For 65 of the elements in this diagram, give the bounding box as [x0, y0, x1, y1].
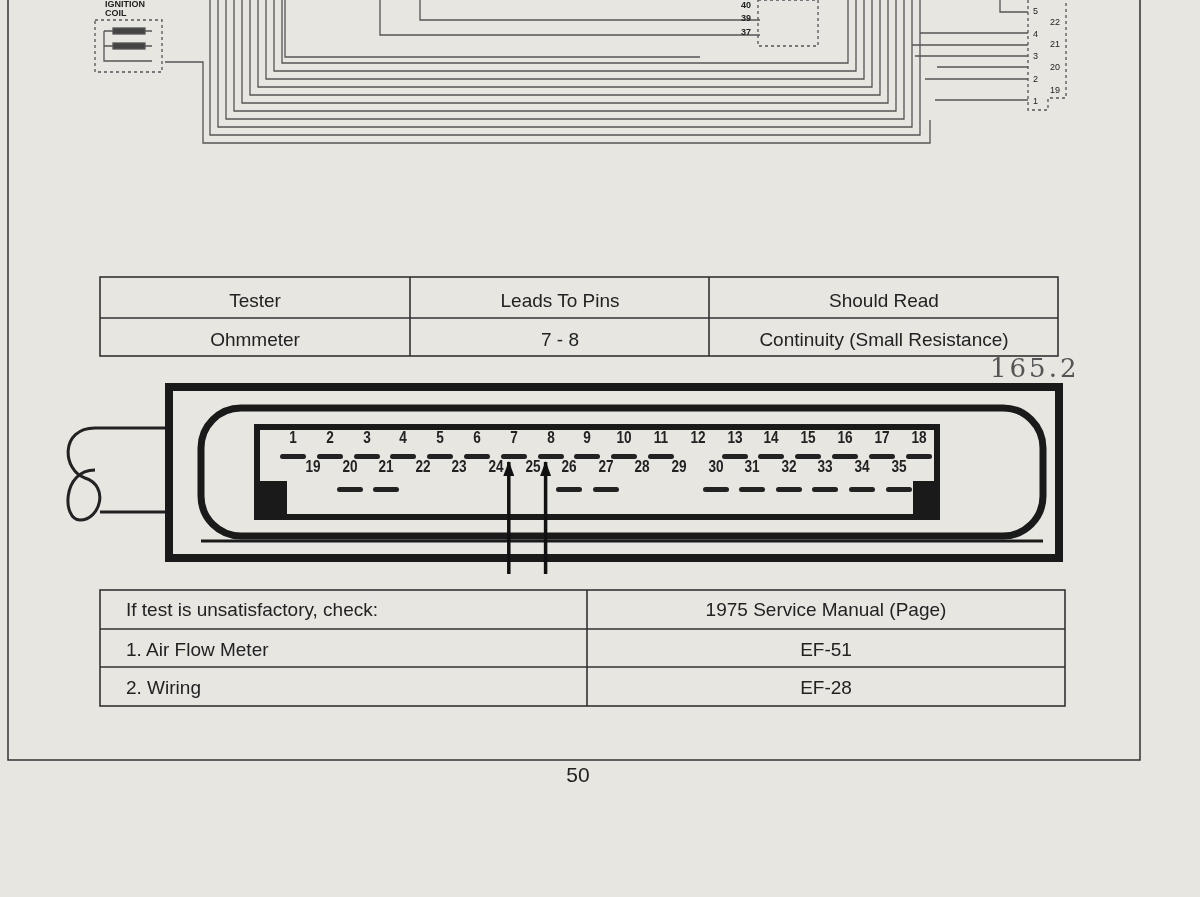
handwritten-note: 165.2: [990, 355, 1080, 381]
pin-number: 3: [361, 428, 372, 448]
table-header: Leads To Pins: [500, 291, 620, 310]
pin-number: 17: [873, 428, 891, 448]
terminal-number: 40: [741, 1, 751, 10]
terminal-number: 3: [1033, 52, 1038, 61]
pin-number: 33: [816, 457, 834, 477]
pin-number: 6: [472, 428, 482, 448]
terminal-number: 39: [741, 14, 751, 23]
pin-number: 31: [743, 457, 761, 477]
table-header: If test is unsatisfactory, check:: [126, 600, 379, 619]
pin-number: 35: [890, 457, 908, 477]
table-cell: Continuity (Small Resistance): [759, 330, 1009, 349]
table-header: 1975 Service Manual (Page): [705, 600, 947, 619]
pin-number: 29: [670, 457, 688, 477]
terminal-number: 5: [1033, 7, 1038, 16]
pin-number: 11: [652, 428, 670, 448]
pin-number: 28: [633, 457, 651, 477]
pin-number: 27: [597, 457, 615, 477]
pin-number: 9: [582, 428, 593, 448]
table-cell: 7 - 8: [541, 330, 579, 349]
connector-housing: [165, 383, 1063, 562]
pin-number: 23: [450, 457, 468, 477]
table-header: Tester: [229, 291, 281, 310]
terminal-number: 19: [1050, 86, 1060, 95]
pin-number: 22: [414, 457, 432, 477]
test-lead-arrow: [540, 461, 552, 574]
pin-number: 26: [560, 457, 578, 477]
pin-number: 14: [762, 428, 780, 448]
test-lead-arrow: [503, 461, 515, 574]
table-header: Should Read: [829, 291, 939, 310]
table-cell: EF-28: [800, 678, 852, 697]
terminal-number: 37: [741, 28, 751, 37]
terminal-number: 4: [1033, 30, 1038, 39]
page-number: 50: [566, 764, 590, 785]
pin-number: 18: [910, 428, 928, 448]
pin-number: 34: [853, 457, 871, 477]
table-cell: 1. Air Flow Meter: [126, 640, 269, 659]
pin-number: 30: [707, 457, 725, 477]
pin-number: 4: [398, 428, 409, 448]
terminal-number: 20: [1050, 63, 1060, 72]
pin-number: 16: [836, 428, 854, 448]
pin-number: 12: [689, 428, 707, 448]
pin-number: 15: [799, 428, 817, 448]
pin-number: 21: [377, 457, 395, 477]
pin-number: 13: [726, 428, 744, 448]
pin-number: 20: [341, 457, 359, 477]
table-cell: EF-51: [800, 640, 852, 659]
pin-number: 19: [304, 457, 322, 477]
pin-number: 1: [288, 428, 298, 448]
pin-number: 24: [487, 457, 505, 477]
pin-number: 8: [545, 428, 556, 448]
terminal-number: 2: [1033, 75, 1038, 84]
pin-number: 7: [509, 428, 519, 448]
table-cell: Ohmmeter: [210, 330, 300, 349]
terminal-number: 21: [1050, 40, 1060, 49]
component-label: IGNITION COIL: [105, 0, 146, 18]
terminal-number: 22: [1050, 18, 1060, 27]
pin-number: 25: [524, 457, 542, 477]
pin-number: 5: [435, 428, 445, 448]
pin-number: 32: [780, 457, 798, 477]
pin-number: 2: [325, 428, 335, 448]
terminal-number: 1: [1033, 97, 1038, 106]
pin-number: 10: [615, 428, 633, 448]
table-cell: 2. Wiring: [126, 678, 201, 697]
